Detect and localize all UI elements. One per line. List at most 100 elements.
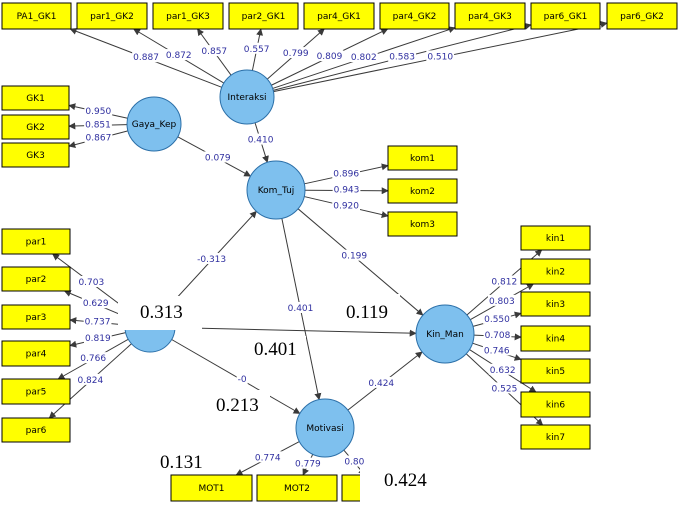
indicator-par1[interactable]: par1 [1,228,71,255]
indicator-par3[interactable]: par3 [1,304,71,330]
loading-coefficient-motivasi-mot3: 0.80 [344,458,364,468]
latent-variable-kin_man[interactable]: Kin_Man [415,304,475,364]
latent-variable-interaksi[interactable]: Interaksi [219,69,275,125]
latent-circle [415,304,475,364]
latent-label: Gaya_Kep [132,120,177,130]
indicator-label: kin7 [546,433,565,443]
path-coefficient-kom_tuj-kin_man: 0.199 [341,252,367,262]
indicator-par4[interactable]: par4 [1,340,71,367]
indicator-label: par6_GK1 [544,12,588,22]
indicator-box [1,417,71,443]
latent-circle [219,69,275,125]
indicator-label: kin2 [546,268,565,278]
indicator-par2[interactable]: par2 [1,266,71,292]
indicator-box [1,142,70,168]
indicator-par6[interactable]: par6 [1,417,71,443]
indicator-box [454,2,526,30]
indicator-par4_gk2[interactable]: par4_GK2 [379,2,450,30]
latent-label: Motivasi [306,424,343,434]
indicator-par6_gk2[interactable]: par6_GK2 [606,2,678,30]
loading-label-bg [83,315,112,327]
loading-coefficient-interaksi-par6_gk2: 0.510 [427,52,453,62]
loading-label-bg [84,104,113,116]
latent-variable-motivasi[interactable]: Motivasi [295,398,355,458]
indicator-par1_gk3[interactable]: par1_GK3 [152,2,224,30]
loading-label-bg [242,42,271,54]
loading-label-bg [343,455,366,467]
indicator-label: par6 [26,426,47,436]
indicator-kom1[interactable]: kom1 [387,145,458,171]
indicator-box [303,2,375,30]
latent-variable-gaya_kep[interactable]: Gaya_Kep [126,96,182,152]
loading-label-bg [332,199,361,211]
indicator-kin3[interactable]: kin3 [520,291,591,317]
latent-variable-kom_tuj[interactable]: Kom_Tuj [246,160,306,220]
indicator-label: kom3 [410,220,435,230]
loading-coefficient-interaksi-par2_gk1: 0.557 [244,45,270,55]
path-label-bg [367,376,396,388]
overlay-mask [360,466,430,524]
indicator-label: par2_GK1 [242,12,286,22]
indicator-kin4[interactable]: kin4 [520,325,591,352]
indicator-gk2[interactable]: GK2 [1,114,70,140]
indicator-box [520,358,591,384]
path-coefficient-interaksi-kom_tuj: 0.410 [248,136,274,146]
loading-label-bg [84,118,112,130]
indicator-par4_gk3[interactable]: par4_GK3 [454,2,526,30]
loading-coefficient-kin_man-kin5: 0.746 [484,346,510,356]
indicator-box [1,228,71,255]
indicator-label: PA1_GK1 [17,12,57,22]
indicator-label: kin3 [546,300,565,310]
indicator-par1_gk2[interactable]: par1_GK2 [76,2,148,30]
indicator-gk3[interactable]: GK3 [1,142,70,168]
latent-circle [295,398,355,458]
indicator-kin1[interactable]: kin1 [520,225,591,251]
indicator-label: kom1 [410,154,435,164]
indicator-box [152,2,224,30]
indicator-par5[interactable]: par5 [1,378,71,405]
indicator-par6_gk1[interactable]: par6_GK1 [530,2,601,30]
overlay-mask [150,448,210,474]
path-arrow-par-motivasi [171,339,301,414]
loading-label-bg [77,276,106,287]
path-arrow-par-kin_man [174,327,417,337]
indicator-par4_gk1[interactable]: par4_GK1 [303,2,375,30]
indicator-box [387,145,458,171]
loading-coefficient-interaksi-par4_gk2: 0.809 [317,52,343,62]
indicator-kom3[interactable]: kom3 [387,211,458,237]
indicator-kin2[interactable]: kin2 [520,258,591,285]
indicator-mot1[interactable]: MOT1 [170,474,253,502]
indicator-box [1,2,72,30]
loading-label-bg [488,363,517,375]
indicator-par2_gk1[interactable]: par2_GK1 [228,2,299,30]
indicator-kin7[interactable]: kin7 [520,424,591,450]
indicator-box [1,378,71,405]
loading-coefficient-interaksi-par1_gk2: 0.872 [166,51,192,61]
loading-coefficient-interaksi-pa1_gk1: 0.887 [133,53,159,63]
overlay-value-ov3: 0.401 [254,339,297,360]
loading-label-bg [200,45,229,57]
overlay-mask [118,296,202,330]
indicator-label: par6_GK2 [620,12,664,22]
path-label-bg [196,252,228,264]
indicator-label: kin6 [546,401,565,411]
indicator-mot2[interactable]: MOT2 [256,474,338,502]
loading-coefficient-kin_man-kin4: 0.708 [485,331,511,341]
indicator-pa1_gk1[interactable]: PA1_GK1 [1,2,72,30]
indicator-kin6[interactable]: kin6 [520,391,591,418]
indicator-gk1[interactable]: GK1 [1,85,70,111]
loading-label-bg [388,50,416,62]
indicator-label: par5 [26,388,47,398]
loading-label-bg [332,167,361,179]
loading-coefficient-gaya_kep-gk2: 0.851 [85,120,111,130]
indicator-kom2[interactable]: kom2 [387,178,458,204]
indicator-box [1,114,70,140]
loading-label-bg [281,47,310,59]
loading-coefficient-kom_tuj-kom3: 0.920 [333,201,359,211]
latent-circle [126,96,182,152]
indicator-kin5[interactable]: kin5 [520,358,591,384]
indicator-box [520,291,591,317]
loading-label-bg [490,382,519,394]
indicator-label: par4_GK2 [393,12,437,22]
